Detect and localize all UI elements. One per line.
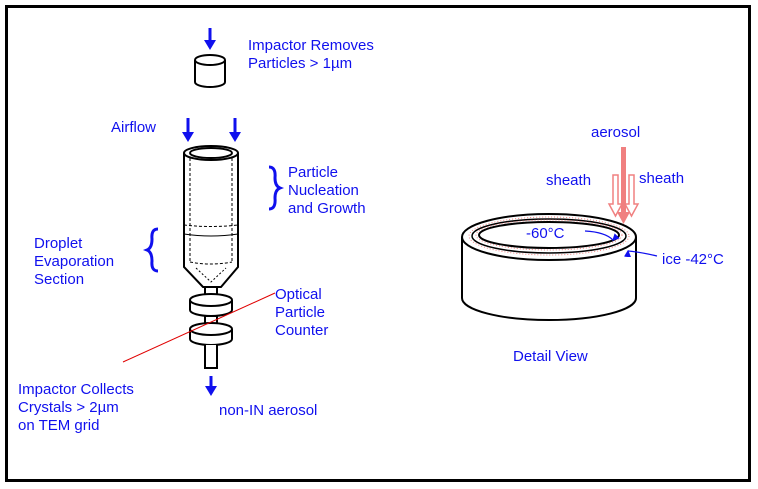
label-inner-temp: -60°C xyxy=(526,225,565,242)
inner-temp-pointer xyxy=(584,230,620,241)
arrow-into-impactor xyxy=(204,28,216,50)
label-impactor-removes: Impactor Removes Particles > 1µm xyxy=(248,37,374,72)
brace-left-icon xyxy=(142,227,159,273)
label-airflow: Airflow xyxy=(111,119,157,136)
chamber xyxy=(183,145,239,288)
label-droplet-evaporation: Droplet Evaporation Section xyxy=(34,235,115,288)
label-particle-nucleation: Particle Nucleation and Growth xyxy=(288,164,366,217)
brace-right-icon xyxy=(268,165,285,211)
optical-particle-counter xyxy=(189,286,233,369)
sheath-arrow-left xyxy=(607,174,624,218)
exit-arrow xyxy=(205,376,217,396)
sheath-arrow-right xyxy=(623,174,640,218)
label-non-in-aerosol: non-IN aerosol xyxy=(219,402,318,419)
label-detail-view: Detail View xyxy=(513,348,588,365)
label-impactor-collects: Impactor Collects Crystals > 2µm on TEM … xyxy=(18,381,134,434)
top-impactor xyxy=(194,54,226,88)
leader-line xyxy=(122,292,276,363)
airflow-arrow-left xyxy=(182,118,194,142)
label-sheath-right: sheath xyxy=(639,170,685,187)
label-aerosol: aerosol xyxy=(591,124,641,141)
airflow-arrow-right xyxy=(229,118,241,142)
ice-temp-pointer xyxy=(623,249,658,258)
label-ice-temp: ice -42°C xyxy=(662,251,724,268)
label-sheath-left: sheath xyxy=(546,172,592,189)
diagram-frame xyxy=(5,5,751,482)
aerosol-arrow xyxy=(617,147,630,224)
label-optical-particle-counter: Optical Particle Counter xyxy=(275,286,329,339)
